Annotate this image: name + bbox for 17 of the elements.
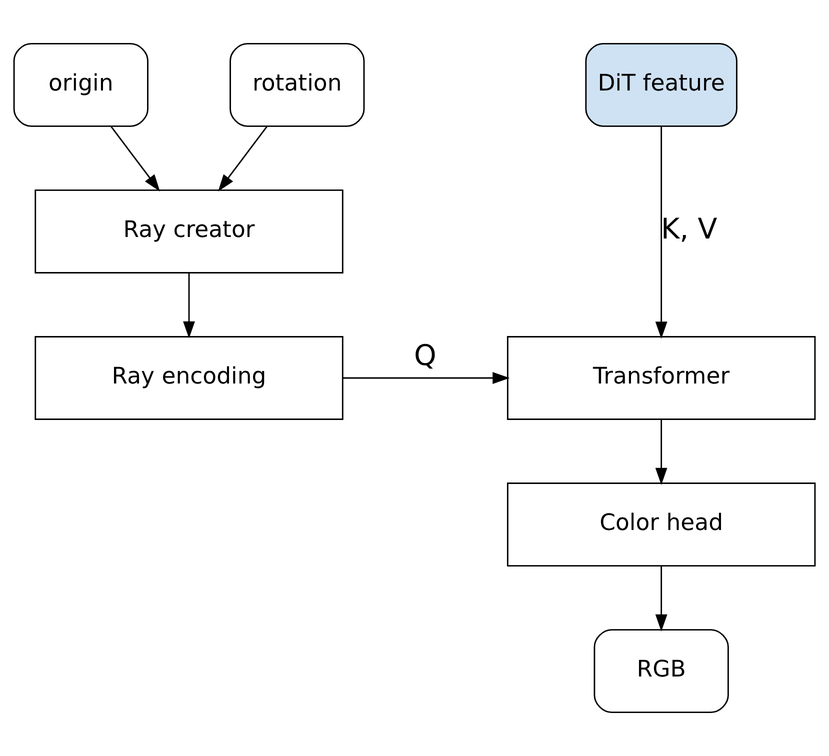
node-box: Color head	[506, 482, 816, 566]
edge-label: Q	[414, 339, 436, 372]
arrow	[655, 566, 668, 632]
node-box: origin	[13, 42, 148, 127]
edge-label: K, V	[660, 212, 718, 246]
arrow	[655, 419, 668, 485]
arrow	[183, 272, 195, 338]
arrow	[218, 126, 268, 192]
node-box: Ray encoding	[34, 336, 344, 420]
arrow	[110, 126, 160, 192]
node-box: Ray creator	[34, 190, 344, 274]
arrow	[343, 372, 510, 384]
arrow	[655, 126, 668, 339]
node-box: Transformer	[506, 336, 816, 420]
node-box: rotation	[230, 42, 365, 127]
node-box: RGB	[594, 629, 729, 714]
node-box: DiT feature	[585, 42, 738, 127]
